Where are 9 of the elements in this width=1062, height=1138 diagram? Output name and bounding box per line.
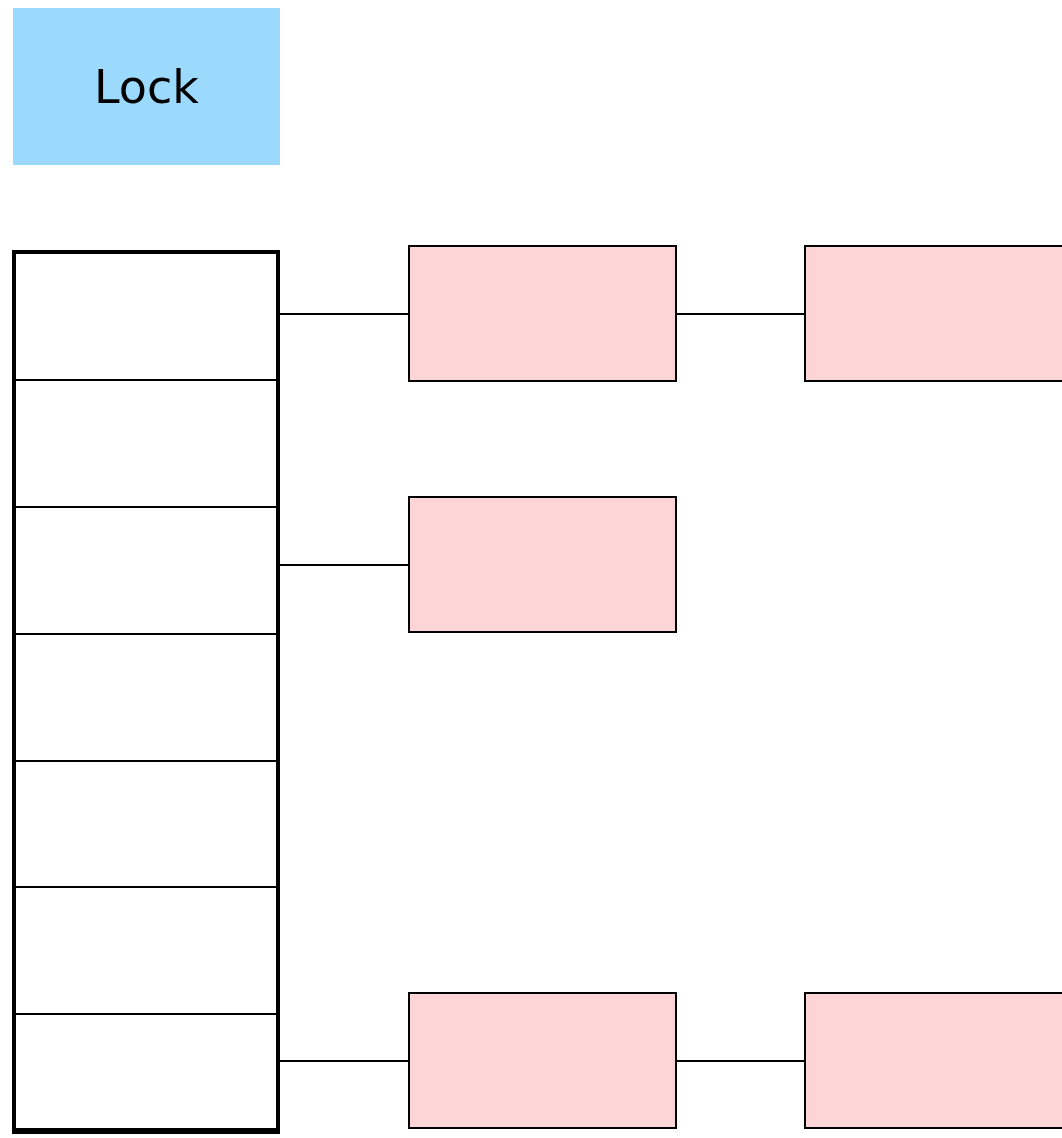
list-node: [804, 992, 1062, 1129]
list-node: [408, 992, 677, 1129]
connector-line: [676, 313, 805, 315]
list-node: [408, 245, 677, 382]
connector-line: [676, 1060, 805, 1062]
lock-box: Lock: [13, 8, 280, 165]
hash-table-array: [12, 250, 280, 1134]
list-node: [804, 245, 1062, 382]
list-node: [408, 496, 677, 633]
